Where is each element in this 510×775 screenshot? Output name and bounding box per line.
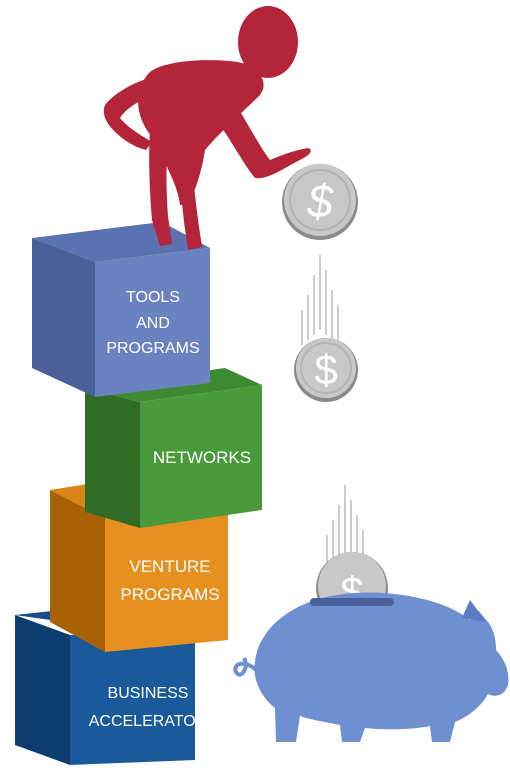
piggy-bank-icon: $ — [233, 552, 509, 742]
block-label: PROGRAMS — [106, 340, 199, 357]
block-label: VENTURE — [129, 557, 210, 576]
coin-icon: $ — [282, 164, 358, 240]
block-front — [140, 385, 262, 528]
block-side — [85, 388, 140, 528]
person-figure-icon — [103, 6, 311, 250]
block-label: AND — [136, 315, 170, 332]
figure-arm-front — [215, 108, 311, 179]
coin-icon: $ — [294, 338, 358, 402]
block-label: BUSINESS — [108, 685, 189, 702]
block-side — [50, 490, 105, 652]
piggy-tail — [233, 656, 260, 677]
block-label: ACCELERATOR — [89, 713, 208, 730]
block-networks: NETWORKS — [85, 368, 262, 528]
piggy-body-top-cover — [299, 606, 403, 630]
block-label: PROGRAMS — [120, 585, 219, 604]
piggy-ear — [462, 600, 486, 622]
block-label: TOOLS — [126, 289, 180, 306]
block-side — [32, 238, 95, 397]
figure-leg-back — [149, 130, 172, 246]
block-side — [15, 615, 70, 765]
block-front — [105, 508, 228, 652]
block-tools-and-programs: TOOLS AND PROGRAMS — [32, 222, 210, 397]
coin-symbol: $ — [314, 346, 337, 393]
figure-torso — [138, 60, 264, 205]
block-business-accelerator: BUSINESS ACCELERATOR — [15, 611, 207, 765]
coin-symbol: $ — [306, 175, 334, 227]
figure-leg-front — [175, 150, 202, 250]
figure-head — [238, 6, 298, 78]
block-front — [70, 632, 195, 765]
piggy-coin-slot — [310, 598, 394, 606]
block-label: NETWORKS — [153, 448, 251, 467]
block-front — [95, 248, 210, 397]
figure-arm-back — [103, 78, 156, 150]
block-venture-programs: VENTURE PROGRAMS — [50, 482, 228, 652]
coin-falling-motion-lines — [301, 255, 339, 345]
